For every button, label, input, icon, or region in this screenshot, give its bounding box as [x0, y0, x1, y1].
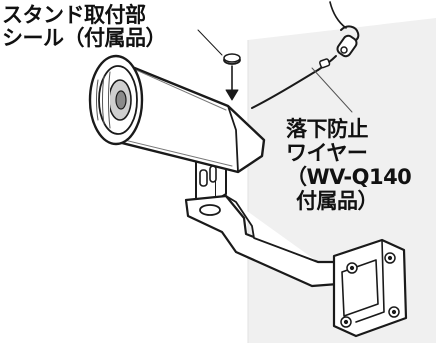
sticker-leader-line — [197, 29, 223, 56]
wire-label-line2: ワイヤー — [286, 141, 368, 165]
mount-bracket-drawing — [184, 145, 408, 338]
sticker-label-line1: スタンド取付部 — [2, 3, 146, 27]
wire-label-line3: （WV-Q140 — [286, 165, 412, 189]
safety-wire-callout: 落下防止 ワイヤー （WV-Q140 付属品） — [286, 117, 412, 213]
wire-label-line4: 付属品） — [296, 189, 379, 213]
sticker-callout: スタンド取付部 シール（付属品） — [2, 3, 167, 50]
safety-wire-drawing — [251, 1, 360, 113]
sticker-label-line2: シール（付属品） — [2, 26, 167, 50]
down-arrow-icon — [225, 65, 239, 101]
camera-body-drawing — [88, 54, 266, 174]
wire-label-line1: 落下防止 — [286, 117, 369, 141]
